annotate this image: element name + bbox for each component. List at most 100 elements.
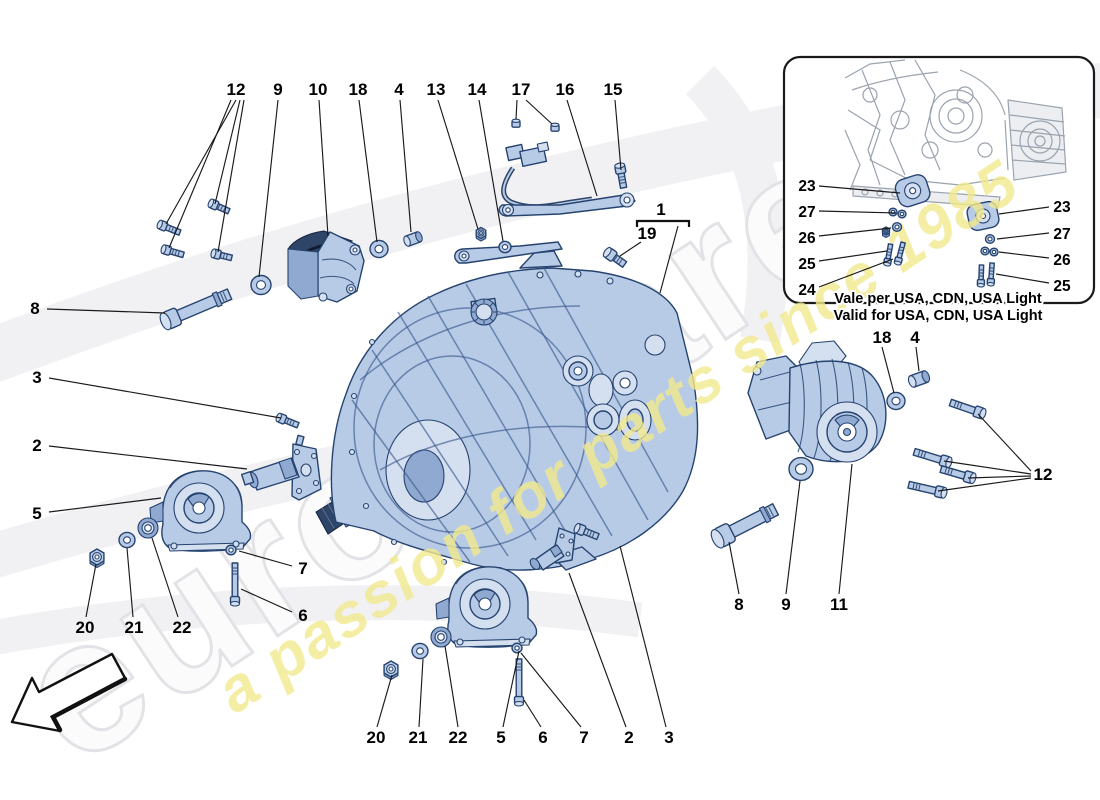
bolt-icon bbox=[986, 262, 996, 287]
bushing-ring-icon bbox=[137, 517, 159, 539]
callout-18: 18 bbox=[349, 80, 368, 99]
callout-2: 2 bbox=[624, 728, 633, 747]
leader-line bbox=[151, 537, 179, 618]
leader-line bbox=[943, 460, 1032, 475]
leader-line bbox=[437, 99, 479, 230]
leader-line bbox=[818, 250, 888, 262]
sensor-assembly-16 bbox=[454, 141, 636, 264]
leader-line bbox=[785, 480, 801, 595]
callout-13: 13 bbox=[427, 80, 446, 99]
callout-22: 22 bbox=[173, 618, 192, 637]
leader-line bbox=[478, 99, 504, 242]
leader-line bbox=[977, 413, 1032, 472]
washer-icon bbox=[788, 456, 814, 482]
bolt-icon bbox=[893, 241, 906, 266]
inset-caption-line1: Vale per USA, CDN, USA Light bbox=[834, 291, 1041, 307]
callout-22: 22 bbox=[449, 728, 468, 747]
callout-16: 16 bbox=[556, 80, 575, 99]
bolt-icon bbox=[573, 522, 600, 541]
washer-icon bbox=[897, 209, 907, 219]
bolt-icon bbox=[229, 562, 241, 607]
callout-7: 7 bbox=[579, 728, 588, 747]
bolt-icon bbox=[710, 503, 780, 549]
bolt-icon bbox=[939, 465, 977, 485]
hardware-layer bbox=[89, 118, 999, 707]
direction-arrow bbox=[10, 652, 128, 733]
inset-engine-illustration bbox=[844, 59, 1067, 232]
leader-line bbox=[515, 99, 518, 120]
callout-7: 7 bbox=[298, 559, 307, 578]
washer-icon bbox=[498, 240, 512, 254]
washer-icon bbox=[891, 222, 903, 232]
leader-line bbox=[376, 674, 393, 728]
bolt-icon bbox=[912, 447, 953, 469]
callout-25: 25 bbox=[798, 256, 816, 273]
plug-icon bbox=[907, 370, 931, 388]
callout-21: 21 bbox=[125, 618, 144, 637]
leader-line bbox=[818, 227, 892, 237]
bolt-icon bbox=[207, 198, 231, 215]
gearbox-housing-part bbox=[315, 250, 699, 574]
leader-line bbox=[46, 308, 166, 314]
callout-3: 3 bbox=[664, 728, 673, 747]
nut-icon bbox=[89, 548, 105, 569]
leader-line bbox=[502, 650, 520, 728]
callout-24: 24 bbox=[798, 282, 816, 299]
leader-line bbox=[998, 206, 1050, 215]
callout-4: 4 bbox=[910, 328, 920, 347]
plug-icon bbox=[403, 231, 423, 247]
callout-17: 17 bbox=[512, 80, 531, 99]
callout-19: 19 bbox=[638, 224, 657, 243]
washer-icon bbox=[888, 207, 898, 217]
inset-caption-line2: Valid for USA, CDN, USA Light bbox=[834, 308, 1043, 324]
leader-line bbox=[48, 377, 282, 419]
washer-icon bbox=[369, 239, 389, 259]
callout-9: 9 bbox=[273, 80, 282, 99]
leader-line bbox=[240, 588, 293, 613]
bolt-icon bbox=[159, 288, 233, 331]
bolt-icon bbox=[883, 243, 894, 267]
callout-25: 25 bbox=[1053, 278, 1071, 295]
leader-line bbox=[165, 99, 237, 225]
engine-mount-bracket-10 bbox=[287, 230, 365, 303]
ribbed-mount-11 bbox=[747, 340, 887, 463]
inset-mount-23-right bbox=[966, 200, 1000, 232]
callout-8: 8 bbox=[30, 299, 39, 318]
washer-icon bbox=[118, 531, 136, 549]
callout-26: 26 bbox=[1053, 252, 1071, 269]
leader-line bbox=[996, 232, 1050, 240]
leader-line bbox=[998, 251, 1050, 259]
callout-6: 6 bbox=[538, 728, 547, 747]
washer-icon bbox=[984, 234, 996, 244]
leader-line bbox=[818, 258, 894, 288]
leader-line bbox=[214, 99, 241, 205]
callout-11: 11 bbox=[830, 595, 848, 614]
leader-line bbox=[818, 185, 901, 194]
leader-line bbox=[217, 99, 245, 253]
callout-26: 26 bbox=[798, 230, 816, 247]
leader-line bbox=[520, 652, 582, 728]
washer-icon bbox=[886, 391, 906, 411]
leader-line bbox=[48, 445, 248, 470]
bolt-icon bbox=[614, 162, 628, 190]
leader-line bbox=[614, 99, 622, 171]
leader-line bbox=[399, 99, 412, 233]
bushing-ring-icon bbox=[430, 626, 452, 648]
washer-icon bbox=[411, 642, 429, 660]
leader-line bbox=[168, 99, 232, 249]
leader-line bbox=[48, 497, 162, 513]
leader-line bbox=[318, 99, 329, 237]
leader-line bbox=[659, 225, 679, 294]
gearbox-mount-5 bbox=[149, 470, 252, 552]
callout-23: 23 bbox=[1053, 199, 1071, 216]
washer-icon bbox=[225, 544, 237, 556]
bolt-icon bbox=[156, 219, 182, 236]
leader-line bbox=[126, 547, 134, 618]
leader-line bbox=[619, 241, 642, 257]
callout-27: 27 bbox=[798, 204, 815, 221]
bolt-icon bbox=[275, 412, 300, 429]
callout-2: 2 bbox=[32, 436, 41, 455]
